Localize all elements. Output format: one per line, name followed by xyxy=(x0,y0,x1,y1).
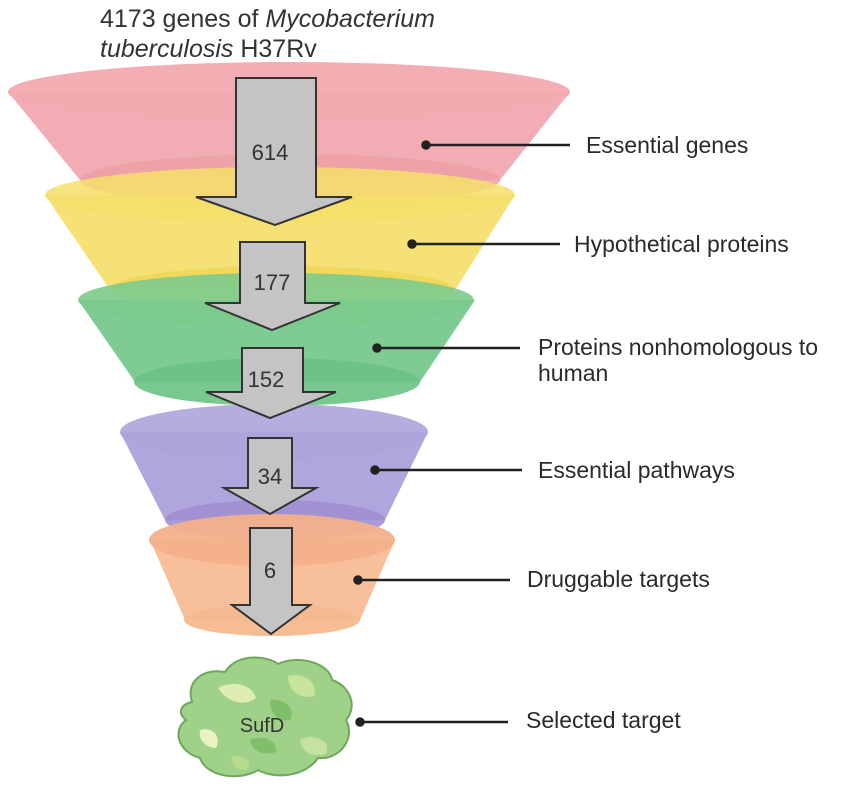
count-nonhomologous: 152 xyxy=(248,367,285,392)
count-hypothetical-proteins: 177 xyxy=(254,270,291,295)
label-nonhomologous: Proteins nonhomologous to human xyxy=(538,334,819,386)
count-essential-genes: 614 xyxy=(252,140,289,165)
target-name: SufD xyxy=(240,715,284,737)
leader-lines xyxy=(353,140,570,727)
label-essential-pathways: Essential pathways xyxy=(538,457,735,483)
arrow-stage-5: 6 xyxy=(228,527,314,636)
arrow-stage-4: 34 xyxy=(220,437,320,516)
diagram-title: 4173 genes of Mycobacterium tuberculosis… xyxy=(100,5,435,63)
arrow-stage-2: 177 xyxy=(204,241,341,332)
label-hypothetical-proteins: Hypothetical proteins xyxy=(574,231,789,257)
protein-structure-icon: SufD xyxy=(177,656,353,778)
label-essential-genes: Essential genes xyxy=(586,132,749,158)
count-essential-pathways: 34 xyxy=(258,464,282,489)
label-selected-target: Selected target xyxy=(526,707,681,733)
funnel-stage-nonhomologous xyxy=(78,273,475,406)
label-druggable-targets: Druggable targets xyxy=(527,566,710,592)
arrow-stage-1: 614 xyxy=(195,77,353,227)
arrow-stage-3: 152 xyxy=(205,347,337,420)
count-druggable-targets: 6 xyxy=(264,558,276,583)
